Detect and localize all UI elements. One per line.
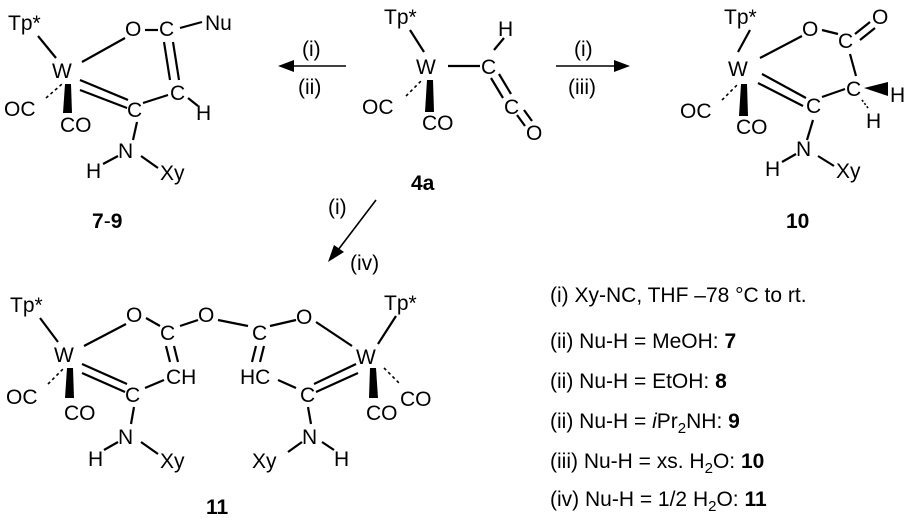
hydrogen-label: H <box>196 102 211 125</box>
xylyl-label: Xy <box>836 160 861 183</box>
oxygen-label: O <box>296 306 312 329</box>
carbonyl-label: CO <box>736 116 768 139</box>
arrow-condition-top: (i) <box>302 38 321 61</box>
carbon-label: C <box>170 82 185 105</box>
carbonyl-label: OC <box>4 98 36 121</box>
carbon-label: C <box>125 384 140 407</box>
carbonyl-label: OC <box>680 100 712 123</box>
tungsten-label: W <box>728 58 748 81</box>
arrow-condition-top: (i) <box>328 196 347 219</box>
xylyl-label: Xy <box>160 162 185 185</box>
carbonyl-label: CO <box>366 402 398 425</box>
hydrogen-label: H <box>86 160 101 183</box>
xylyl-label: Xy <box>160 450 185 473</box>
condition-iii: (iii) Nu-H = xs. H2O: 10 <box>550 450 764 477</box>
carbon-label: C <box>481 56 496 79</box>
nitrogen-label: N <box>118 140 133 163</box>
hydrogen-label: H <box>334 448 349 471</box>
tungsten-label: W <box>416 56 436 79</box>
carbon-label: C <box>838 30 853 53</box>
nitrogen-label: N <box>302 426 317 449</box>
conditions-legend: (i) Xy-NC, THF –78 °C to rt. (ii) Nu-H =… <box>550 284 807 515</box>
oxygen-label: O <box>802 18 818 41</box>
reaction-arrow-down: (i) (iv) <box>328 196 379 275</box>
tp-label: Tp* <box>8 12 41 35</box>
carbonyl-label: CO <box>60 114 92 137</box>
oxygen-label: O <box>125 18 141 41</box>
nitrogen-label: N <box>118 426 133 449</box>
compound-10-structure: Tp* W O C O C H H C N H Xy OC CO 10 <box>680 6 905 233</box>
oxygen-label: O <box>872 6 888 29</box>
hydrogen-label: H <box>890 84 905 107</box>
compound-7-9-structure: Tp* W O C Nu C H C N H Xy OC CO <box>4 12 232 185</box>
methine-label: HC <box>240 366 270 389</box>
oxygen-label: O <box>126 304 142 327</box>
hydrogen-label: H <box>866 110 881 133</box>
hydrogen-label: H <box>765 158 780 181</box>
carbon-label: C <box>504 96 519 119</box>
carbon-label: C <box>160 322 175 345</box>
arrow-condition-bottom: (ii) <box>298 76 321 99</box>
compound-number-10: 10 <box>786 210 809 233</box>
xylyl-label: Xy <box>252 450 277 473</box>
compound-4a-structure: Tp* W C H C O OC CO 4a <box>362 6 542 195</box>
methine-label: CH <box>166 366 196 389</box>
oxygen-label: O <box>526 122 542 145</box>
condition-i: (i) Xy-NC, THF –78 °C to rt. <box>550 284 807 307</box>
tungsten-label: W <box>52 60 72 83</box>
tungsten-label: W <box>356 346 376 369</box>
condition-ii-ipr2nh: (ii) Nu-H = iPr2NH: 9 <box>550 410 740 437</box>
nitrogen-label: N <box>796 138 811 161</box>
carbonyl-label: OC <box>362 96 394 119</box>
oxygen-label: O <box>198 304 214 327</box>
tp-label: Tp* <box>724 6 757 29</box>
reaction-arrow-right: (i) (iii) <box>556 38 630 99</box>
compound-11-structure: Tp* W O C O CH C N H Xy OC CO C O HC <box>6 292 432 519</box>
carbonyl-label: CO <box>400 388 432 411</box>
compound-number-11: 11 <box>206 496 229 519</box>
hydrogen-label: H <box>88 448 103 471</box>
carbon-label: C <box>159 18 174 41</box>
hydrogen-label: H <box>498 18 513 41</box>
carbon-label: C <box>252 322 267 345</box>
carbonyl-label: CO <box>422 112 454 135</box>
arrow-condition-bottom: (iii) <box>568 76 596 99</box>
condition-iv: (iv) Nu-H = 1/2 H2O: 11 <box>550 488 767 515</box>
tp-label: Tp* <box>10 294 43 317</box>
tp-label: Tp* <box>384 292 417 315</box>
tp-label: Tp* <box>384 6 417 29</box>
carbon-label: C <box>300 384 315 407</box>
compound-number-7-9: 7-9 <box>92 210 122 233</box>
condition-ii-etoh: (ii) Nu-H = EtOH: 8 <box>550 370 727 393</box>
arrow-condition-bottom: (iv) <box>350 252 379 275</box>
carbonyl-label: CO <box>64 402 96 425</box>
arrow-condition-top: (i) <box>574 38 593 61</box>
reaction-arrow-left: (i) (ii) <box>278 38 346 99</box>
compound-number-4a: 4a <box>411 172 435 195</box>
tungsten-label: W <box>54 344 74 367</box>
carbon-label: C <box>806 95 821 118</box>
nucleophile-label: Nu <box>205 12 232 35</box>
carbon-label: C <box>846 78 861 101</box>
condition-ii-meoh: (ii) Nu-H = MeOH: 7 <box>550 330 736 353</box>
carbonyl-label: OC <box>6 386 38 409</box>
carbon-label: C <box>127 99 142 122</box>
